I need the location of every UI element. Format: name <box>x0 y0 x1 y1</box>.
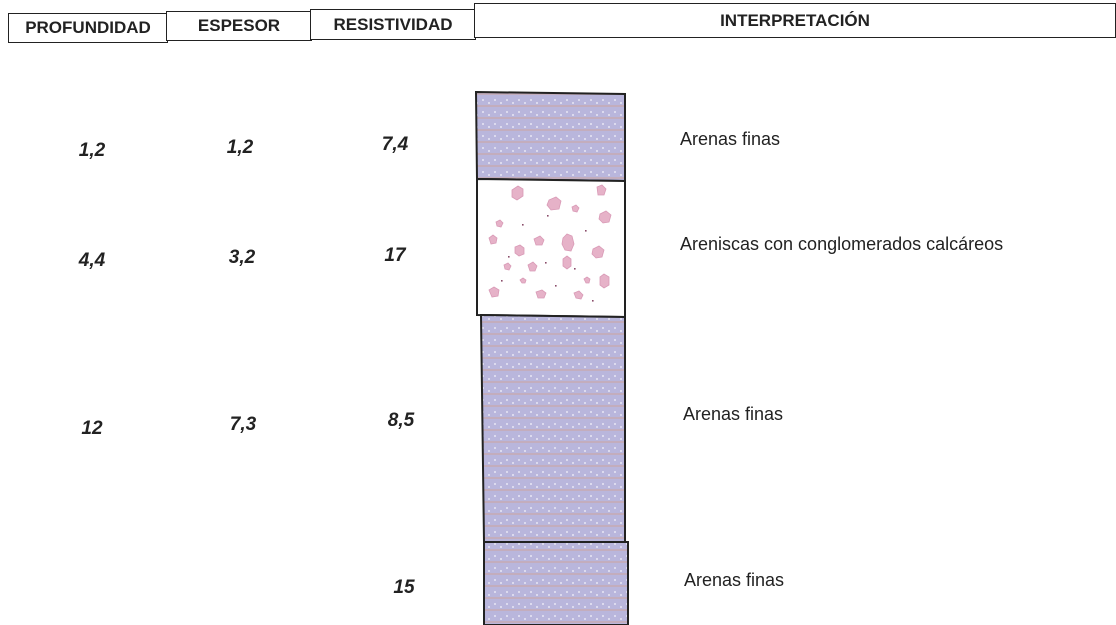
table-header: PROFUNDIDAD ESPESOR RESISTIVIDAD INTERPR… <box>0 0 1116 50</box>
layer-1-interpretacion: Arenas finas <box>680 129 781 149</box>
header-resistividad: RESISTIVIDAD <box>310 9 476 40</box>
layer-3-interpretacion: Arenas finas <box>683 404 784 424</box>
layer-1-espesor: 1,2 <box>226 137 254 158</box>
layer-2-espesor: 3,2 <box>228 247 256 268</box>
layer-1-block <box>474 90 626 183</box>
layer-3-profundidad: 12 <box>81 418 103 439</box>
header-espesor: ESPESOR <box>166 11 312 41</box>
layer-3-espesor: 7,3 <box>229 414 257 435</box>
header-profundidad: PROFUNDIDAD <box>8 13 168 43</box>
layer-4-resistividad: 15 <box>393 577 415 598</box>
layer-2-interpretacion: Areniscas con conglomerados calcáreos <box>680 234 1004 254</box>
pebble-pattern <box>488 184 612 300</box>
grain-dots <box>501 215 594 302</box>
layer-4-block <box>483 541 629 625</box>
layer-4-interpretacion: Arenas finas <box>684 570 785 590</box>
layer-2-resistividad: 17 <box>384 245 406 266</box>
layer-2-block <box>476 177 626 319</box>
header-interpretacion: INTERPRETACIÓN <box>474 3 1116 38</box>
layer-1-profundidad: 1,2 <box>78 140 106 161</box>
layer-1-resistividad: 7,4 <box>381 134 409 155</box>
layer-3-resistividad: 8,5 <box>387 410 415 431</box>
layer-2-profundidad: 4,4 <box>78 250 106 271</box>
layer-3-block <box>479 313 626 543</box>
